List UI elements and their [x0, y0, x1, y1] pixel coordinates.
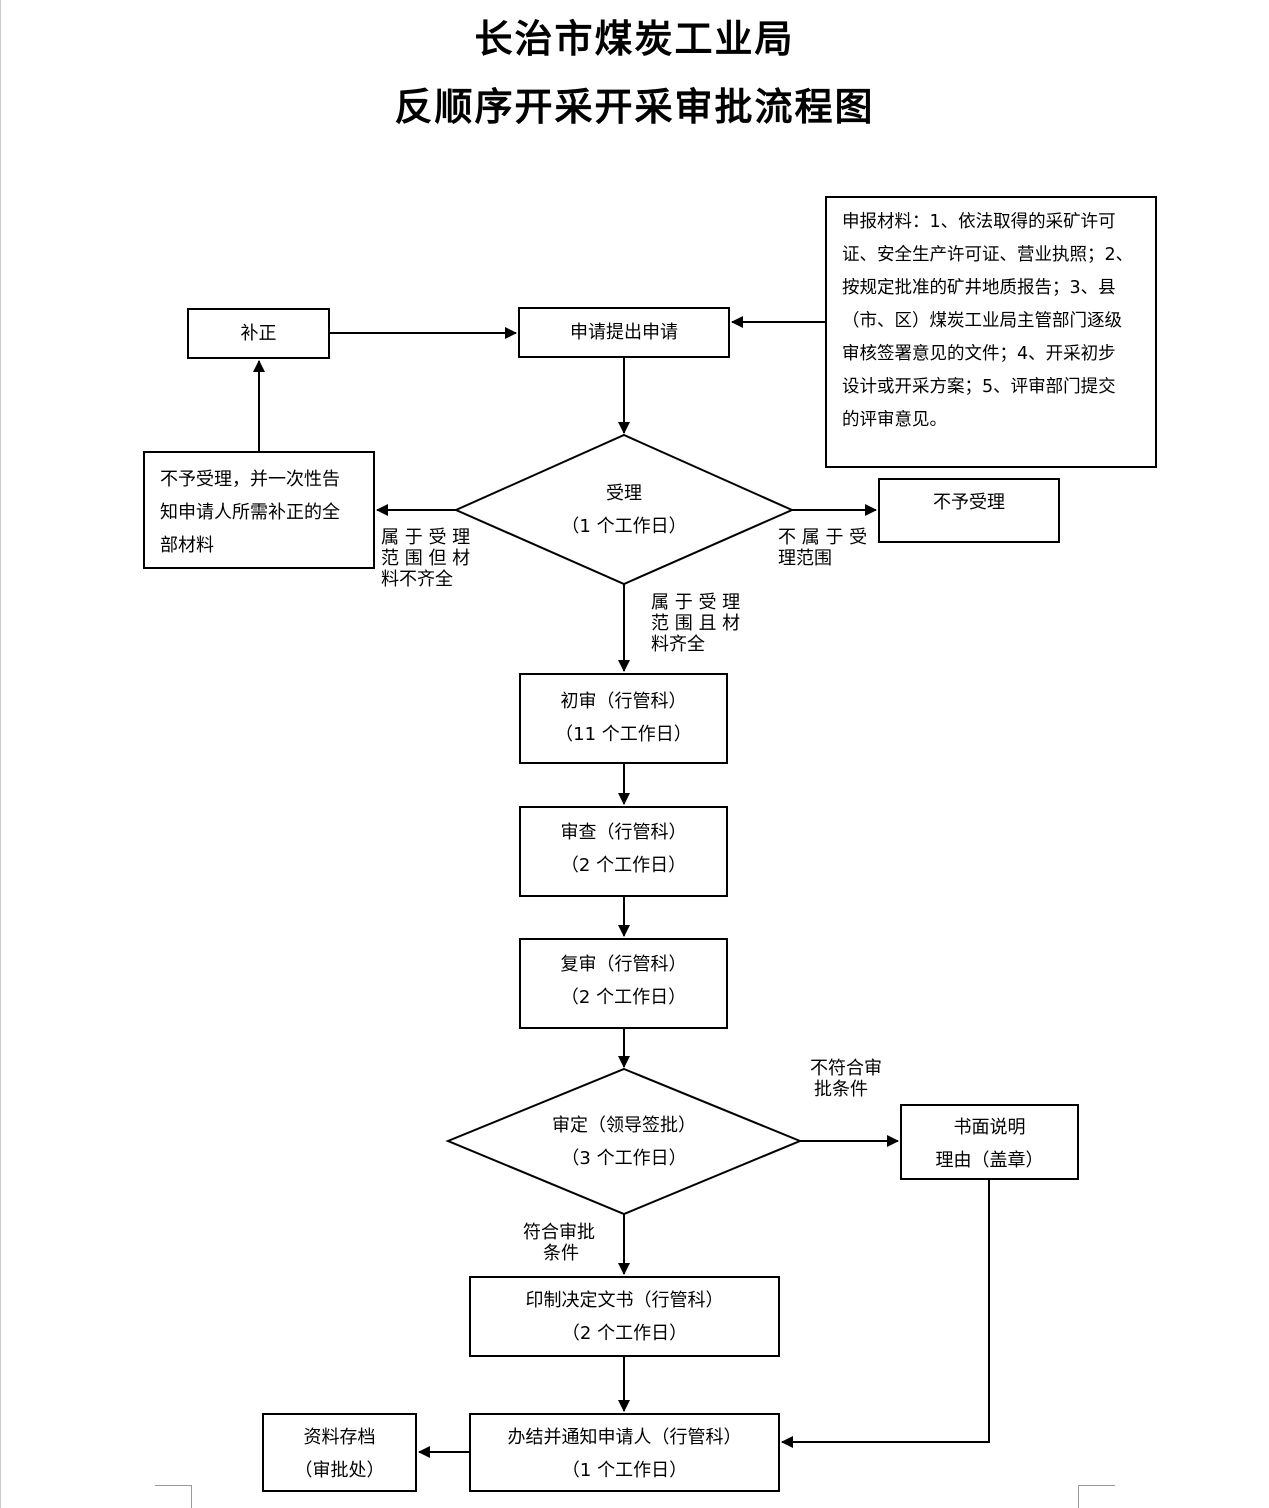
- buzheng-box: 补正: [187, 308, 330, 359]
- notify-line: 部材料: [160, 535, 214, 556]
- complete-notify-days: （1 个工作日）: [561, 1460, 688, 1481]
- decision-label: 审定（领导签批）: [552, 1115, 696, 1136]
- edge-label-complete: 属 于 受 理 范 围 且 材 料齐全: [651, 592, 741, 655]
- apply-label: 申请提出申请: [570, 322, 678, 343]
- print-doc-box: 印制决定文书（行管科） （2 个工作日）: [469, 1276, 780, 1357]
- initial-review-days: （11 个工作日）: [555, 724, 692, 745]
- accept-diamond: [453, 433, 795, 586]
- materials-box: 申报材料：1、依法取得的采矿许可 证、安全生产许可证、营业执照；2、 按规定批准…: [825, 196, 1157, 468]
- written-reason-line2: 理由（盖章）: [935, 1150, 1044, 1171]
- archive-box: 资料存档 （审批处）: [262, 1413, 417, 1492]
- written-reason-line1: 书面说明: [953, 1117, 1026, 1138]
- page-title: 长治市煤炭工业局: [474, 16, 795, 61]
- examination-box: 审查（行管科） （2 个工作日）: [519, 806, 728, 897]
- apply-box: 申请提出申请: [518, 307, 730, 358]
- print-doc-label: 印制决定文书（行管科）: [525, 1290, 724, 1311]
- accept-diamond-text: 受理 （1 个工作日）: [524, 477, 724, 543]
- decision-days: （3 个工作日）: [561, 1148, 687, 1169]
- reject-box: 不予受理: [878, 478, 1060, 543]
- materials-line: 的评审意见。: [842, 410, 947, 430]
- complete-notify-label: 办结并通知申请人（行管科）: [507, 1427, 742, 1448]
- edge-label-incomplete: 属 于 受 理 范 围 但 材 料不齐全: [381, 527, 471, 590]
- re-review-label: 复审（行管科）: [560, 954, 687, 975]
- initial-review-box: 初审（行管科） （11 个工作日）: [519, 673, 728, 764]
- edge-label-out-of-scope: 不 属 于 受 理范围: [778, 527, 868, 569]
- written-reason-box: 书面说明 理由（盖章）: [900, 1104, 1079, 1180]
- crop-mark-left: [155, 1485, 192, 1508]
- examination-days: （2 个工作日）: [560, 855, 687, 876]
- buzheng-label: 补正: [240, 323, 277, 344]
- decision-diamond-text: 审定（领导签批） （3 个工作日）: [504, 1109, 744, 1175]
- accept-days: （1 个工作日）: [561, 516, 687, 537]
- print-doc-days: （2 个工作日）: [561, 1323, 688, 1344]
- accept-label: 受理: [606, 483, 642, 504]
- re-review-days: （2 个工作日）: [560, 987, 687, 1008]
- notify-line: 知申请人所需补正的全: [160, 502, 340, 523]
- arrow-reason-to-complete: [781, 1180, 990, 1448]
- materials-line: 证、安全生产许可证、营业执照；2、: [842, 245, 1134, 265]
- notify-line: 不予受理，并一次性告: [160, 469, 340, 490]
- edge-label-meet: 符合审批 条件: [523, 1222, 595, 1264]
- decision-diamond: [445, 1067, 803, 1216]
- crop-mark-right: [1078, 1485, 1115, 1508]
- edge-label-not-meet: 不符合审 批条件: [810, 1058, 882, 1100]
- examination-label: 审查（行管科）: [560, 822, 687, 843]
- materials-line: （市、区）煤炭工业局主管部门逐级: [842, 311, 1122, 331]
- materials-line: 设计或开采方案；5、评审部门提交: [842, 377, 1116, 397]
- archive-dept: （审批处）: [294, 1460, 385, 1481]
- materials-line: 申报材料：1、依法取得的采矿许可: [842, 212, 1116, 232]
- materials-line: 审核签署意见的文件；4、开采初步: [842, 344, 1116, 364]
- re-review-box: 复审（行管科） （2 个工作日）: [519, 938, 728, 1029]
- complete-notify-box: 办结并通知申请人（行管科） （1 个工作日）: [469, 1413, 780, 1492]
- reject-label: 不予受理: [933, 492, 1005, 513]
- page-edge-left: [0, 0, 2, 1508]
- archive-label: 资料存档: [303, 1427, 376, 1448]
- materials-line: 按规定批准的矿井地质报告；3、县: [842, 278, 1116, 298]
- not-accept-notify-box: 不予受理，并一次性告 知申请人所需补正的全 部材料: [143, 451, 375, 569]
- initial-review-label: 初审（行管科）: [560, 691, 687, 712]
- page-subtitle: 反顺序开采开采审批流程图: [394, 84, 875, 129]
